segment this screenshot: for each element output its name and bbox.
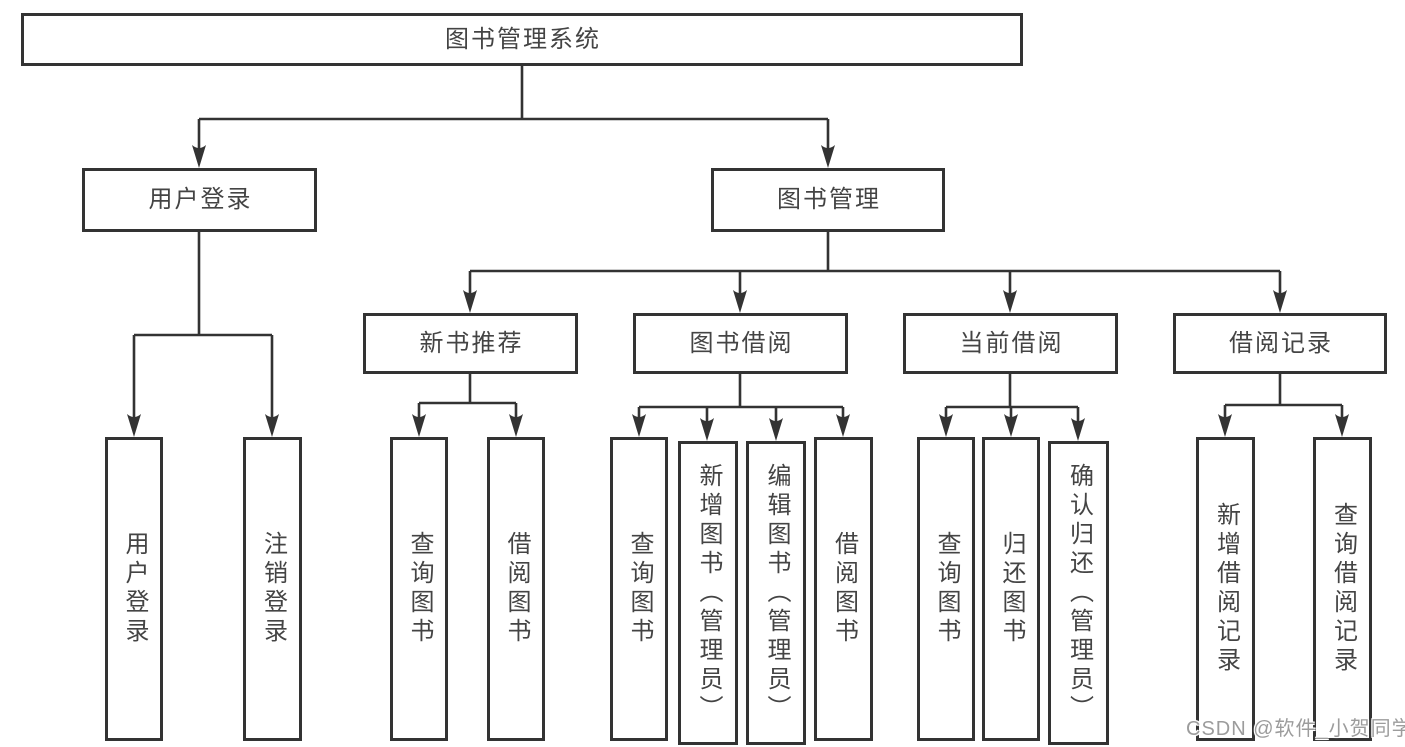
node-leaf-return-books: 归还图书 xyxy=(982,437,1040,741)
node-leaf-query-books-3: 查询图书 xyxy=(917,437,975,741)
node-leaf-confirm-return-admin-label: 确认归还（管理员） xyxy=(1065,462,1093,724)
node-book-borrowing-label: 图书借阅 xyxy=(689,329,794,357)
connector-path xyxy=(132,66,1344,423)
node-leaf-logout: 注销登录 xyxy=(243,437,302,741)
node-leaf-edit-book-admin: 编辑图书（管理员） xyxy=(746,441,806,745)
node-leaf-query-books-2: 查询图书 xyxy=(610,437,668,741)
node-leaf-query-books-1: 查询图书 xyxy=(390,437,448,741)
node-leaf-borrow-books-2-label: 借阅图书 xyxy=(830,531,858,647)
node-current-borrowing: 当前借阅 xyxy=(903,313,1118,374)
node-book-borrowing: 图书借阅 xyxy=(633,313,848,374)
node-leaf-query-books-1-label: 查询图书 xyxy=(406,531,433,647)
node-library-system: 图书管理系统 xyxy=(21,13,1023,66)
node-user-login: 用户登录 xyxy=(82,168,317,232)
node-leaf-query-borrow-record-label: 查询借阅记录 xyxy=(1329,502,1357,676)
node-leaf-borrow-books-1: 借阅图书 xyxy=(487,437,545,741)
node-library-system-label: 图书管理系统 xyxy=(445,25,601,53)
node-leaf-user-login-label: 用户登录 xyxy=(121,531,148,647)
node-leaf-return-books-label: 归还图书 xyxy=(998,531,1025,647)
node-leaf-query-books-2-label: 查询图书 xyxy=(626,531,653,647)
node-new-book-recommend-label: 新书推荐 xyxy=(419,329,524,357)
node-leaf-edit-book-admin-label: 编辑图书（管理员） xyxy=(763,462,790,724)
node-leaf-borrow-books-1-label: 借阅图书 xyxy=(503,531,530,647)
node-borrowing-records-label: 借阅记录 xyxy=(1229,329,1333,357)
node-new-book-recommend: 新书推荐 xyxy=(363,313,578,374)
watermark: CSDN @软件_小贺同学 xyxy=(1186,718,1405,740)
node-leaf-add-borrow-record-label: 新增借阅记录 xyxy=(1212,502,1240,676)
node-book-management: 图书管理 xyxy=(711,168,945,232)
node-leaf-add-borrow-record: 新增借阅记录 xyxy=(1196,437,1255,741)
arrowheads xyxy=(127,145,1349,441)
node-leaf-query-books-3-label: 查询图书 xyxy=(933,531,960,647)
node-user-login-label: 用户登录 xyxy=(148,186,253,213)
node-book-management-label: 图书管理 xyxy=(777,186,881,213)
node-current-borrowing-label: 当前借阅 xyxy=(959,329,1064,357)
node-leaf-borrow-books-2: 借阅图书 xyxy=(814,437,873,741)
node-borrowing-records: 借阅记录 xyxy=(1173,313,1387,374)
node-leaf-add-book-admin-label: 新增图书（管理员） xyxy=(695,462,722,724)
node-leaf-add-book-admin: 新增图书（管理员） xyxy=(678,441,738,745)
node-leaf-logout-label: 注销登录 xyxy=(259,531,287,647)
node-leaf-user-login: 用户登录 xyxy=(105,437,163,741)
node-leaf-query-borrow-record: 查询借阅记录 xyxy=(1313,437,1372,741)
node-leaf-confirm-return-admin: 确认归还（管理员） xyxy=(1048,441,1109,745)
